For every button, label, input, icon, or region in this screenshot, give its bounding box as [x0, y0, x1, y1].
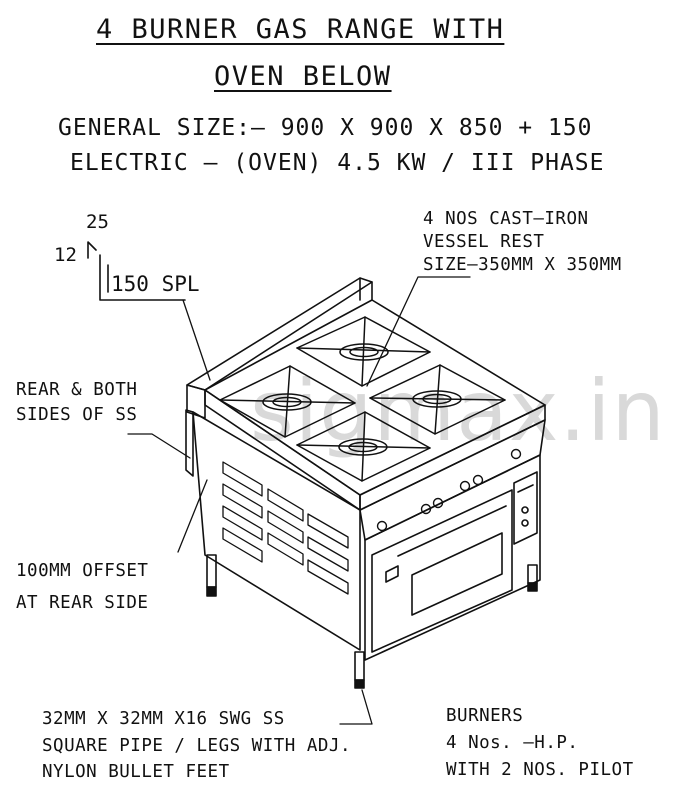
burners-line-3: WITH 2 NOS. PILOT: [446, 760, 634, 780]
burners-line-2: 4 Nos. –H.P.: [446, 733, 579, 753]
dimension-25: 25: [86, 211, 109, 233]
vent-slots: [222, 461, 349, 595]
legs: [206, 554, 538, 689]
burner-front: [296, 411, 431, 482]
general-size-text: GENERAL SIZE:– 900 X 900 X 850 + 150: [58, 115, 593, 141]
side-upstand: [185, 409, 194, 477]
rear-sides-line-2: SIDES OF SS: [16, 405, 138, 425]
legs-line-1: 32MM X 32MM X16 SWG SS: [42, 709, 285, 729]
electric-spec-text: ELECTRIC – (OVEN) 4.5 KW / III PHASE: [70, 150, 605, 176]
side-panel: [192, 411, 361, 651]
dimension-150-spl: 150 SPL: [111, 272, 200, 296]
legs-line-2: SQUARE PIPE / LEGS WITH ADJ.: [42, 736, 352, 756]
burners-line-1: BURNERS: [446, 706, 524, 726]
vessel-rest-line-2: VESSEL REST: [423, 232, 545, 252]
leader-lines: [127, 276, 471, 725]
dimension-bracket: [87, 241, 186, 301]
title-line-2: OVEN BELOW: [214, 61, 392, 92]
vessel-rest-line-1: 4 NOS CAST–IRON: [423, 209, 589, 229]
legs-line-3: NYLON BULLET FEET: [42, 762, 230, 782]
title-line-1: 4 BURNER GAS RANGE WITH: [96, 14, 505, 45]
rear-sides-line-1: REAR & BOTH: [16, 380, 138, 400]
burner-left: [219, 365, 356, 438]
offset-line-2: AT REAR SIDE: [16, 593, 149, 613]
control-panel: [359, 419, 546, 541]
oven-body: [364, 454, 541, 661]
dimension-12: 12: [54, 244, 77, 266]
burner-back: [296, 316, 431, 387]
control-knobs: [376, 448, 522, 532]
backsplash: [186, 277, 373, 419]
offset-line-1: 100MM OFFSET: [16, 561, 149, 581]
vessel-rest-line-3: SIZE–350MM X 350MM: [423, 255, 622, 275]
burner-right: [369, 364, 506, 435]
